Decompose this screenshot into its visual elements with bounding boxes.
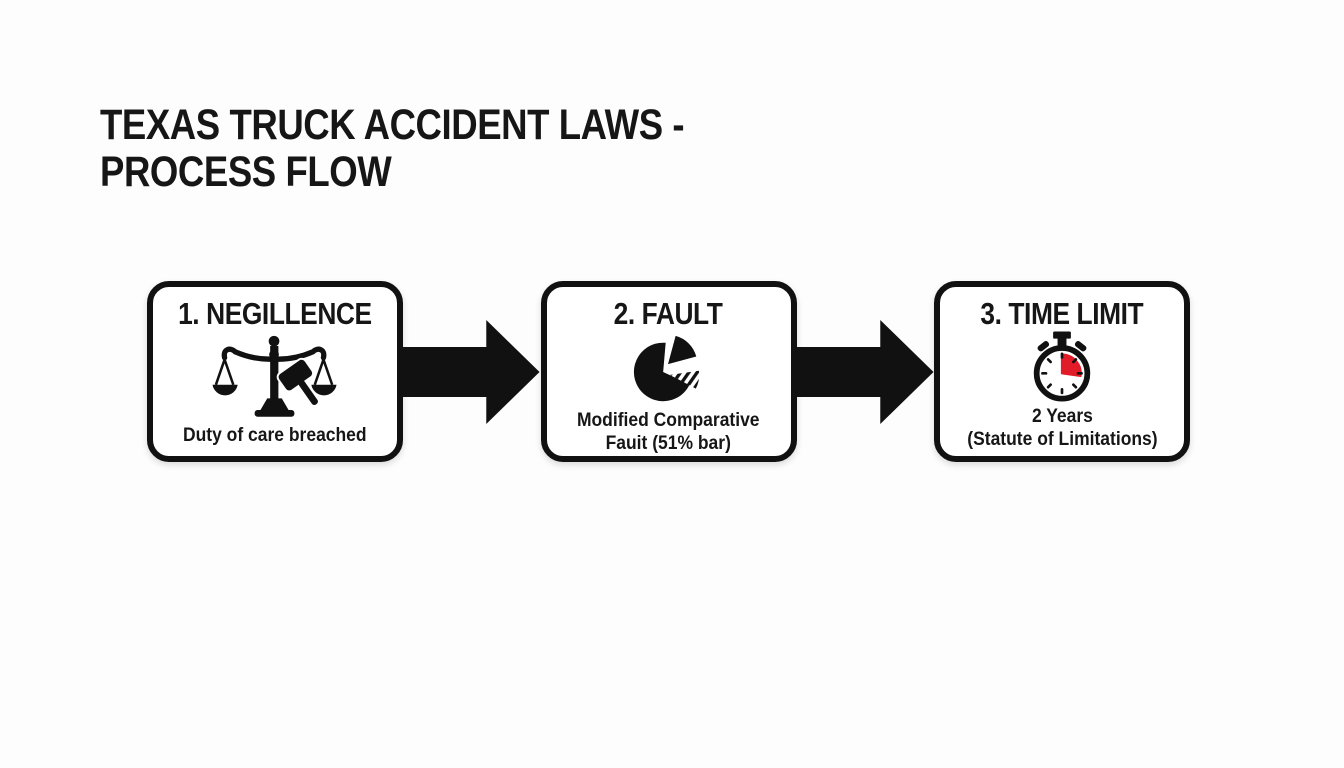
stopwatch-icon	[1033, 331, 1091, 402]
step-box-fault: 2. FAULT	[540, 281, 797, 462]
scales-gavel-icon	[212, 335, 337, 417]
flow-connector	[403, 281, 541, 462]
step-heading-negligence: 1. NEGILLENCE	[178, 296, 372, 331]
step-caption-time-limit: 2 Years (Statute of Limitations)	[967, 405, 1157, 451]
arrow-right-icon	[796, 319, 934, 424]
step-box-negligence: 1. NEGILLENCE	[147, 281, 403, 462]
caption-line: (Statute of Limitations)	[966, 429, 1158, 450]
step-heading-time-limit: 3. TIME LIMIT	[980, 296, 1144, 331]
arrow-right-icon	[403, 319, 540, 424]
step-icon-area	[946, 331, 1178, 405]
step-caption-negligence: Duty of care breached	[183, 424, 367, 447]
title-line-1: TEXAS TRUCK ACCIDENT LAWS -	[100, 101, 685, 149]
diagram-title: TEXAS TRUCK ACCIDENT LAWS - PROCESS FLOW	[100, 102, 787, 196]
caption-line: Modified Comparative	[577, 410, 760, 431]
step-caption-fault: Modified Comparative Fauit (51% bar)	[577, 409, 760, 455]
caption-line: 2 Years	[1031, 406, 1093, 427]
step-heading-fault: 2. FAULT	[614, 296, 723, 331]
caption-line: Duty of care breached	[183, 425, 367, 446]
title-line-2: PROCESS FLOW	[100, 148, 392, 196]
pie-chart-icon	[633, 335, 699, 402]
step-box-time-limit: 3. TIME LIMIT	[934, 281, 1190, 462]
flow-connector	[796, 281, 935, 462]
caption-line: Fauit (51% bar)	[605, 433, 732, 454]
process-flow: 1. NEGILLENCE	[147, 281, 1190, 462]
step-icon-area	[159, 331, 391, 424]
step-icon-area	[553, 331, 785, 409]
